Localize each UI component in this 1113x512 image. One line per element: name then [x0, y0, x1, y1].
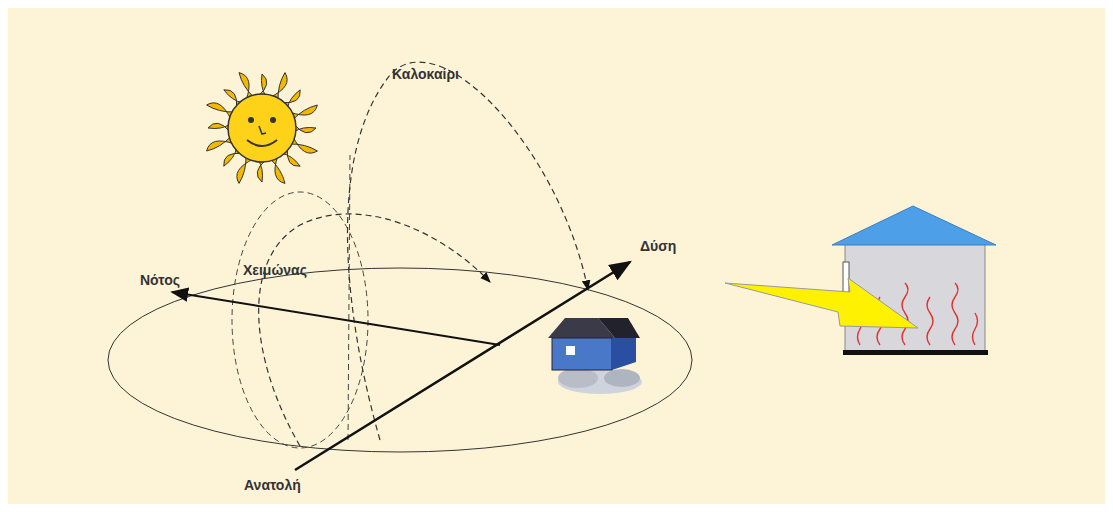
background: [8, 8, 1105, 504]
house-section: [725, 206, 996, 355]
sun: [207, 73, 318, 184]
sun-ray-arrow: [725, 278, 918, 328]
direction-label: Νότος: [140, 272, 180, 288]
sun-ray: [258, 74, 267, 96]
sun-ray: [257, 160, 266, 182]
sun-ray: [208, 123, 230, 132]
winter-path: [259, 214, 490, 446]
horizon-ellipse: [108, 268, 692, 452]
sun-ray: [294, 124, 316, 133]
small-house: [548, 318, 642, 394]
south-arrow: [172, 292, 500, 345]
direction-label: Δύση: [640, 238, 676, 254]
east-west-arrow: [295, 262, 630, 470]
season-label: Χειμώνας: [243, 262, 307, 278]
summer-path: [348, 62, 589, 440]
season-label: Καλοκαίρι: [392, 66, 459, 82]
direction-label: Ανατολή: [244, 477, 301, 493]
